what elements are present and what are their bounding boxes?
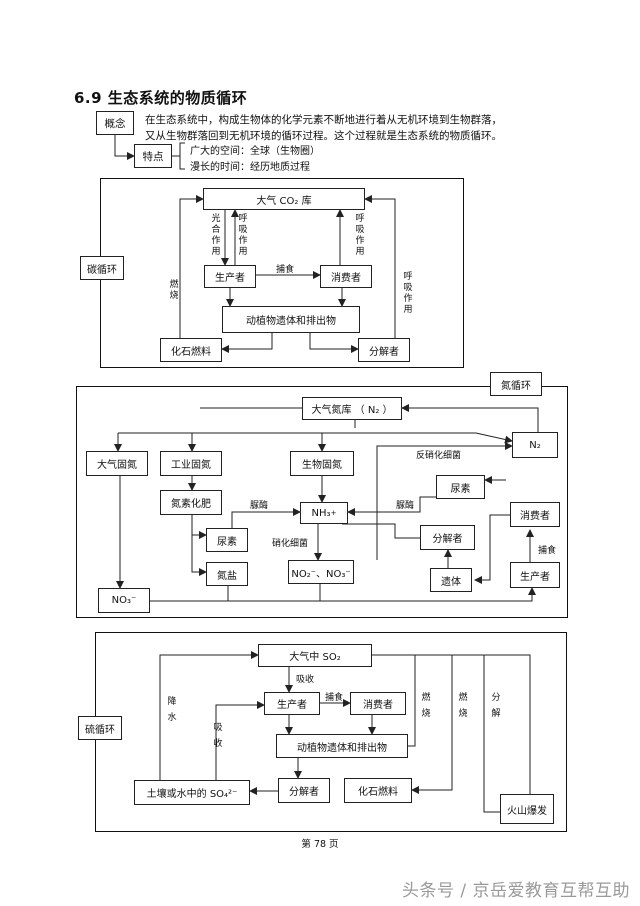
nitrogen-remains: 遗体 [430,568,472,592]
nitrogen-atmosphere: 大气氮库 （ N₂ ） [302,397,402,420]
predation-label-n: 捕食 [538,546,557,556]
sulfur-decomposer: 分解者 [278,778,330,803]
concept-line-2: 又从生物群落回到无机环境的循环过程。这个过程就是生态系统的物质循环。 [145,130,502,142]
decompose-label: 分解 [491,693,501,719]
urea-box-right: 尿素 [436,475,485,499]
nitrogen-fertilizer: 氮素化肥 [160,490,222,515]
nitrate-box: NO₃⁻ [98,588,150,613]
feature-time: 漫长的时间：经历地质过程 [190,162,310,173]
concept-box: 概念 [96,111,134,135]
carbon-label: 碳循环 [80,256,124,280]
nitrogen-n2: N₂ [512,432,558,458]
nitrogen-decomposer: 分解者 [420,525,475,550]
carbon-predation-label: 捕食 [276,265,295,275]
carbon-respiration-label-2: 呼吸作用 [355,214,365,257]
burn-label-1: 燃烧 [421,693,431,719]
carbon-decomposer: 分解者 [358,338,410,362]
nitrify-label: 硝化细菌 [272,539,309,549]
nitrogen-label: 氮循环 [490,372,542,396]
carbon-photosynthesis-label: 光合作用 [211,214,221,257]
ammonium-salt: 氮盐 [206,562,248,586]
burn-label-2: 燃烧 [458,693,468,719]
atmospheric-fixation: 大气固氮 [86,451,148,476]
ammonia-sup: + [330,509,337,517]
sulfur-fossil-fuel: 化石燃料 [344,778,412,803]
nitrogen-consumer: 消费者 [510,502,560,527]
carbon-fossil-fuel: 化石燃料 [160,338,222,362]
carbon-atmosphere-co2: 大气 CO₂ 库 [203,188,365,210]
ammonia-box: NH₃+ [300,502,348,524]
denitrify-label: 反硝化细菌 [416,451,462,461]
sulfur-producer: 生产者 [264,692,320,715]
sulfur-label: 硫循环 [78,716,122,740]
ammonia-text: NH₃ [311,507,331,519]
nitrogen-producer: 生产者 [510,562,560,588]
volcano-box: 火山爆发 [500,794,554,824]
sulfur-remains: 动植物遗体和排出物 [276,734,408,758]
watermark: 头条号 / 京岳爱教育互帮互助 [401,881,630,901]
nitrite-nitrate-box: NO₂⁻、NO₃⁻ [288,560,354,584]
carbon-remains: 动植物遗体和排出物 [222,306,360,333]
biological-fixation: 生物固氮 [290,451,354,476]
feature-space: 广大的空间：全球（生物圈） [190,146,320,157]
urease-label-2: 脲酶 [396,501,415,511]
page-title: 6.9 生态系统的物质循环 [74,89,248,107]
feature-box: 特点 [134,144,172,168]
industrial-fixation: 工业固氮 [160,451,222,476]
carbon-producer: 生产者 [204,265,256,288]
nitrogen-frame [76,386,568,618]
concept-line-1: 在生态系统中，构成生物体的化学元素不断地进行着从无机环境到生物群落， [145,114,502,126]
carbon-consumer: 消费者 [320,265,372,288]
sulfur-atmosphere: 大气中 SO₂ [258,644,372,667]
carbon-respiration-label-3: 呼吸作用 [403,272,413,315]
urea-box-left: 尿素 [206,528,248,552]
absorb-label-1: 吸收 [296,675,315,685]
sulfur-consumer: 消费者 [350,692,406,715]
page-number: 第 78 页 [301,839,339,850]
carbon-combustion-label: 燃烧 [169,280,179,301]
absorb-label-2: 吸收 [213,723,223,749]
carbon-respiration-label-1: 呼吸作用 [238,214,248,257]
soil-sulfate: 土壤或水中的 SO₄²⁻ [134,780,250,805]
urease-label-1: 脲酶 [250,501,269,511]
predation-label-s: 捕食 [325,693,344,703]
rain-label: 降水 [167,697,177,723]
